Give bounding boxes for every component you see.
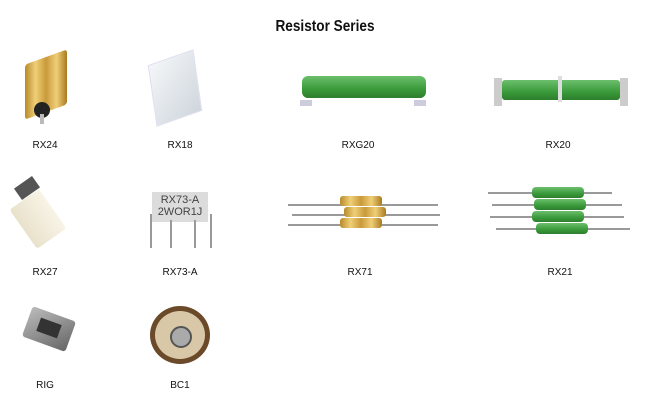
product-label[interactable]: RX20 <box>545 140 571 151</box>
rx71-image[interactable] <box>288 192 440 234</box>
rx20-image[interactable] <box>492 70 630 110</box>
rx18-image[interactable] <box>147 48 210 128</box>
product-label[interactable]: RX73-A <box>162 267 198 278</box>
product-label[interactable]: RX18 <box>167 140 193 151</box>
rx73a-image[interactable]: RX73-A 2WOR1J <box>148 192 214 250</box>
product-label[interactable]: RX21 <box>547 267 573 278</box>
product-label[interactable]: RX27 <box>32 267 58 278</box>
product-label[interactable]: RIG <box>36 380 54 391</box>
bc1-image[interactable] <box>146 300 218 370</box>
rx27-image[interactable] <box>9 175 70 250</box>
product-label[interactable]: RX24 <box>32 140 58 151</box>
rig-image[interactable] <box>18 305 82 357</box>
marking-line-2: 2WOR1J <box>157 206 203 218</box>
product-label[interactable]: RX71 <box>347 267 373 278</box>
product-label[interactable]: BC1 <box>170 380 190 391</box>
rxg20-image[interactable] <box>298 68 430 110</box>
rx24-image[interactable] <box>20 49 80 124</box>
product-label[interactable]: RXG20 <box>341 140 375 151</box>
page-title: Resistor Series <box>275 18 375 35</box>
marking-line-1: RX73-A <box>160 194 200 206</box>
rx21-image[interactable] <box>488 186 632 236</box>
